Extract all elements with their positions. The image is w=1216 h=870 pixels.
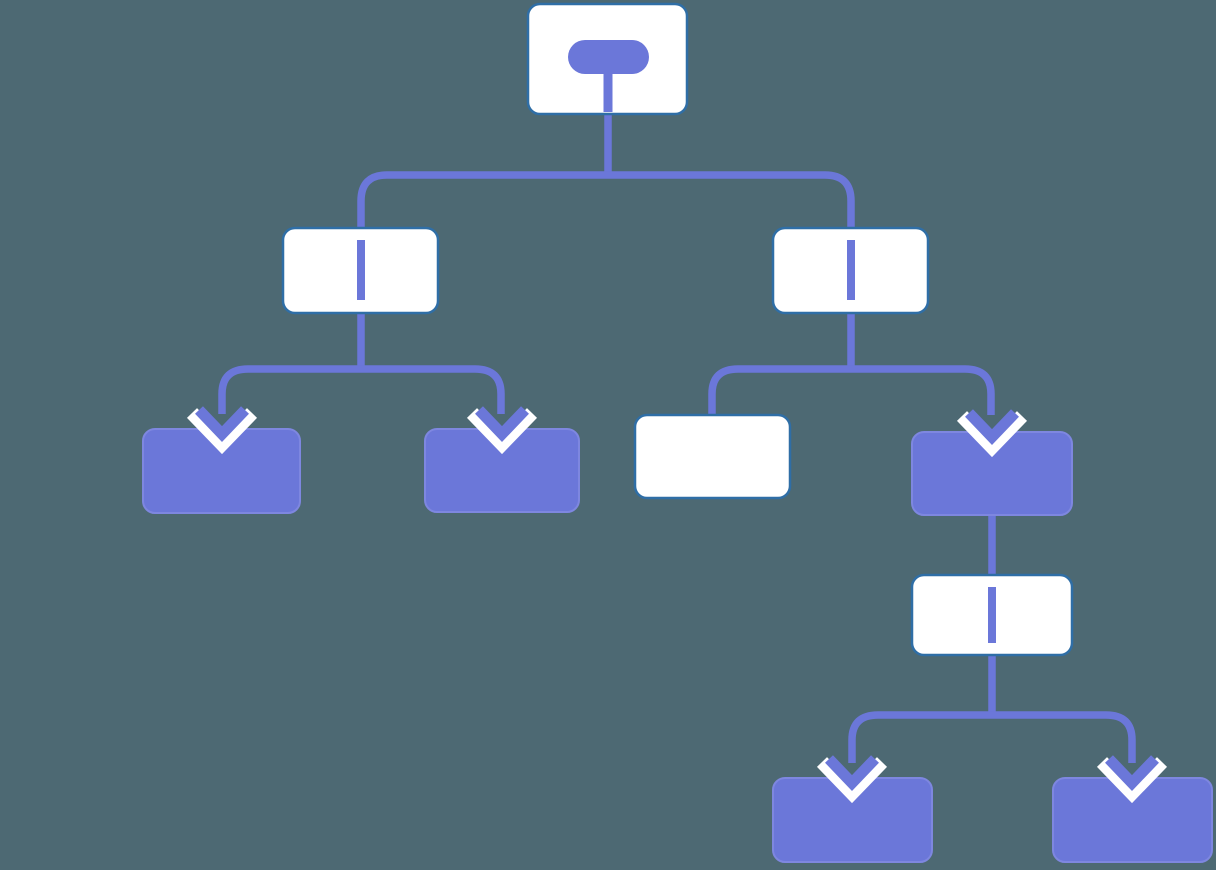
node-root[interactable] [526, 2, 689, 116]
edge-root-to-level1 [357, 112, 855, 230]
edge-level1-rail [357, 171, 855, 230]
node-branch-right[interactable] [771, 226, 930, 315]
double-chevron-down-icon [186, 406, 258, 455]
edge-branchleft-to-leaves [218, 311, 505, 414]
double-chevron-down-icon [816, 755, 888, 804]
double-chevron-down-icon [956, 409, 1028, 458]
node-child-white-card[interactable] [633, 413, 792, 500]
node-branch-sub[interactable] [910, 573, 1074, 657]
edge-branchright-to-children [708, 311, 995, 417]
node-child-white[interactable] [633, 413, 792, 500]
double-chevron-down-icon [466, 406, 538, 455]
edge-leafab-rail [218, 365, 505, 414]
double-chevron-down-icon [1096, 755, 1168, 804]
edge-leafde-rail [848, 711, 1136, 763]
node-branch-left[interactable] [281, 226, 440, 315]
edge-branchsub-to-leaves [848, 653, 1136, 763]
edge-rightchildren-rail [708, 365, 995, 417]
pill-node-icon [568, 40, 649, 112]
